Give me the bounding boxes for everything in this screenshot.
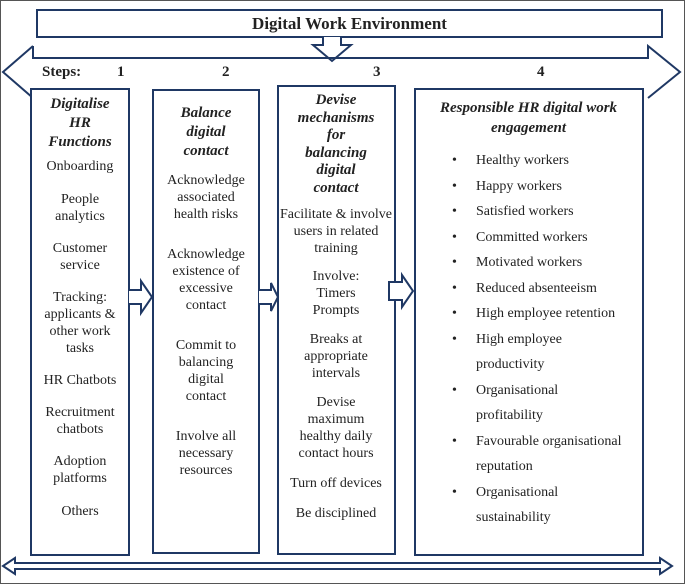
heading-line: HR — [69, 115, 91, 131]
list-item-text: High employee retention — [476, 306, 616, 321]
heading-line: Responsible HR digital work — [439, 100, 618, 116]
top-double-arrow-icon — [1, 43, 682, 99]
bottom-double-arrow-icon — [1, 556, 674, 576]
step2-item: Involve all necessary resources — [175, 429, 237, 478]
list-item-text: Organisational profitability — [476, 382, 559, 424]
heading-line: digital — [316, 162, 356, 178]
step1-item: Onboarding — [46, 159, 114, 174]
step2-heading: Balance digital contact — [153, 104, 259, 161]
list-item-text: Happy workers — [476, 178, 562, 194]
step2-item: Acknowledge existence of excessive conta… — [167, 247, 245, 313]
list-item-text: Healthy workers — [476, 153, 569, 168]
bullet-icon: • — [452, 382, 457, 398]
step1-item: Adoption platforms — [53, 454, 107, 486]
list-item: • High employee retention — [416, 301, 641, 327]
heading-line: for — [326, 127, 346, 143]
right-arrow-icon — [259, 282, 280, 312]
heading-line: Functions — [48, 134, 112, 150]
step2-content: Balance digital contact Acknowledge asso… — [153, 90, 259, 479]
list-item: • Motivated workers — [416, 250, 641, 276]
step2-box — [152, 89, 260, 554]
bullet-icon: • — [452, 484, 457, 500]
heading-line: contact — [313, 179, 359, 196]
heading-line: contact — [183, 143, 229, 159]
list-item-text: Reduced absenteeism — [476, 280, 597, 296]
step4-heading: Responsible HR digital work engagement — [416, 98, 641, 138]
step3-item: Involve: Timers Prompts — [312, 269, 360, 318]
step1-item: Customer service — [52, 241, 108, 273]
list-item-text: High employee productivity — [476, 331, 562, 373]
diagram-title: Digital Work Environment — [252, 14, 447, 33]
step3-item: Devise maximum healthy daily contact hou… — [298, 395, 374, 461]
step3-content: Devise mechanisms for balancing digital … — [278, 88, 394, 522]
outcomes-list: • Healthy workers • Happy workers • Satisfi… — [416, 148, 641, 531]
title-box — [36, 9, 663, 38]
bullet-icon: • — [452, 178, 457, 194]
step3-item: Breaks at appropriate intervals — [304, 332, 368, 381]
right-arrow-icon — [388, 271, 415, 311]
heading-line: balancing — [305, 144, 367, 161]
list-item: • High employee productivity — [416, 327, 641, 378]
step1-item: People analytics — [55, 192, 105, 224]
bullet-icon: • — [452, 280, 457, 296]
step3-item: Turn off devices — [290, 476, 382, 491]
step-number-3: 3 — [373, 64, 381, 80]
heading-line: engagement — [491, 120, 566, 136]
step1-box — [30, 88, 130, 556]
step2-item: Commit to balancing digital contact — [175, 338, 237, 404]
down-arrow-icon — [310, 37, 354, 63]
bullet-icon: • — [452, 229, 457, 245]
step1-heading: Digitalise HR Functions — [32, 95, 128, 152]
list-item: • Healthy workers — [416, 148, 641, 174]
list-item-text: Motivated workers — [476, 255, 583, 270]
list-item: • Satisfied workers — [416, 199, 641, 225]
step3-item: Be disciplined — [295, 506, 377, 521]
bullet-icon: • — [452, 204, 457, 219]
heading-line: Digitalise — [50, 96, 110, 112]
list-item: • Organisational profitability — [416, 378, 641, 429]
step3-box — [277, 85, 396, 555]
step1-item: Recruitment chatbots — [45, 405, 115, 437]
bullet-icon: • — [452, 255, 457, 270]
step-number-1: 1 — [117, 64, 125, 80]
step3-heading: Devise mechanisms for balancing digital … — [278, 92, 394, 197]
heading-line: Devise — [315, 92, 357, 108]
step2-item: Acknowledge associated health risks — [167, 173, 245, 222]
step1-content: Digitalise HR Functions Onboarding Peopl… — [32, 90, 128, 520]
list-item-text: Satisfied workers — [476, 204, 574, 219]
step1-item: Tracking: applicants & other work tasks — [44, 290, 116, 356]
list-item: • Committed workers — [416, 225, 641, 251]
step-number-4: 4 — [537, 64, 545, 80]
bullet-icon: • — [452, 331, 457, 347]
step4-content: Responsible HR digital work engagement •… — [416, 90, 641, 531]
step1-item: HR Chatbots — [43, 373, 117, 388]
step-number-2: 2 — [222, 64, 230, 80]
heading-line: digital — [186, 124, 226, 140]
heading-line: mechanisms — [297, 109, 375, 126]
steps-label: Steps: — [42, 64, 82, 80]
list-item: • Organisational sustainability — [416, 480, 641, 531]
right-arrow-icon — [129, 277, 154, 317]
step4-box — [414, 88, 644, 556]
heading-line: Balance — [180, 105, 232, 121]
list-item: • Reduced absenteeism — [416, 276, 641, 302]
list-item: • Favourable organisational reputation — [416, 429, 641, 480]
step3-item: Facilitate & involve users in related tr… — [280, 207, 392, 256]
step1-item: Others — [61, 504, 99, 519]
list-item-text: Committed workers — [476, 229, 588, 245]
bullet-icon: • — [452, 306, 457, 321]
bullet-icon: • — [452, 153, 457, 168]
list-item-text: Organisational sustainability — [476, 484, 559, 526]
list-item: • Happy workers — [416, 174, 641, 200]
list-item-text: Favourable organisational reputation — [476, 433, 622, 475]
bullet-icon: • — [452, 433, 457, 449]
